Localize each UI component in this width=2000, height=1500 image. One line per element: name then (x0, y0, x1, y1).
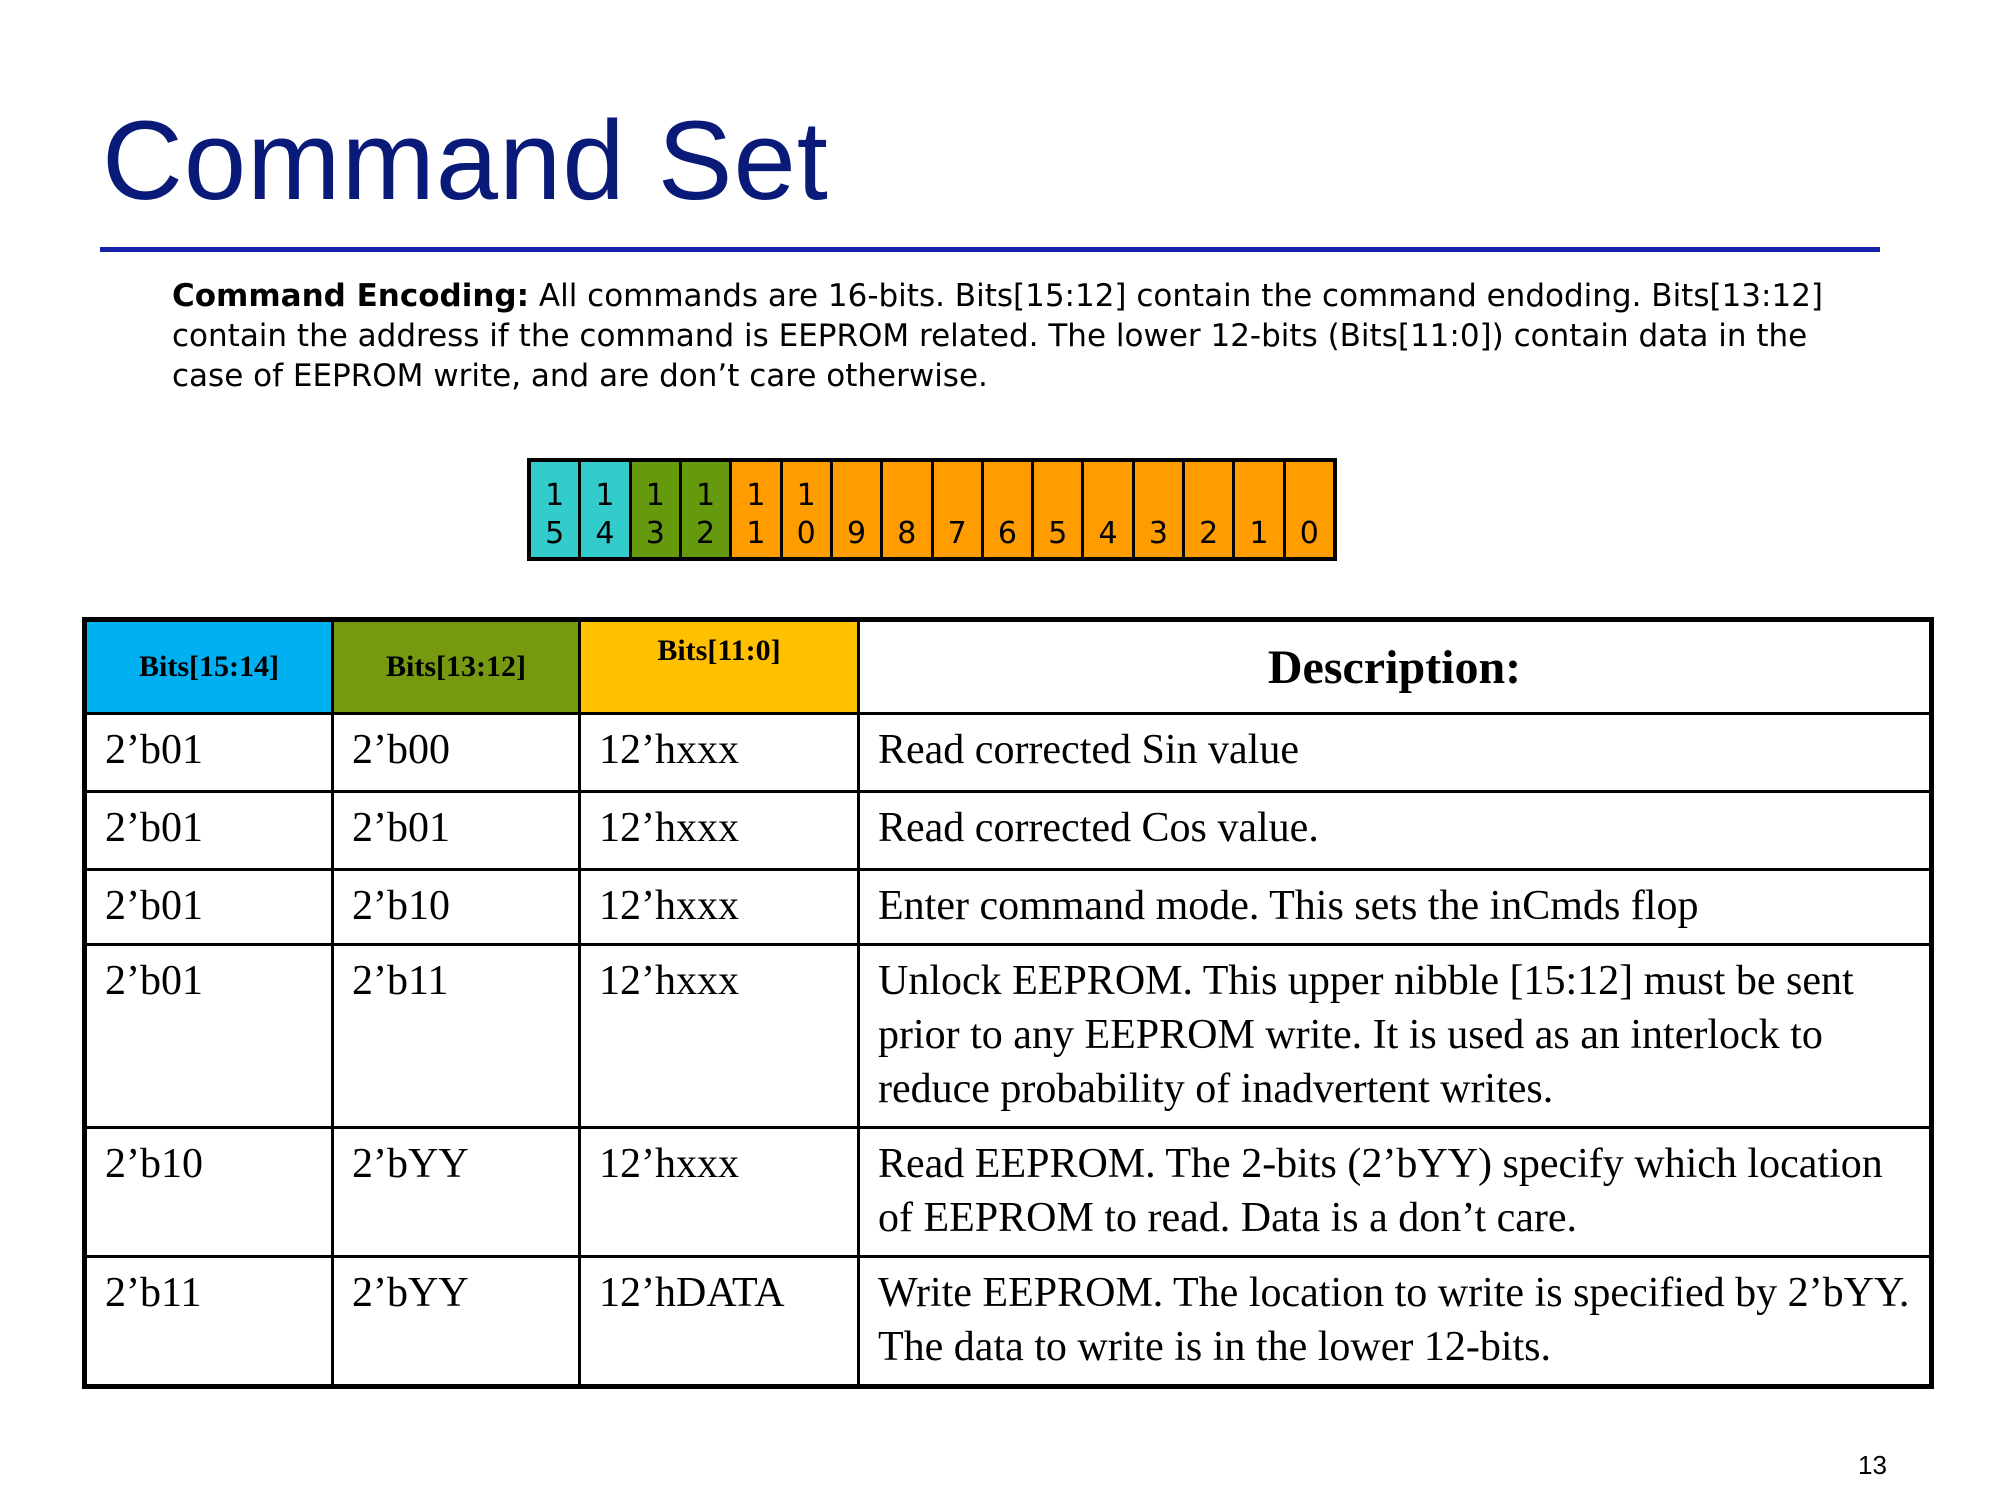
bit-cell: 8 (883, 462, 934, 557)
bit-label-bottom: 2 (696, 516, 716, 551)
bit-label-top (1254, 477, 1264, 515)
bit-label-bottom: 1 (1249, 516, 1269, 551)
cell-description: Read corrected Sin value (857, 712, 1933, 793)
table-header-row: Bits[15:14] Bits[13:12] Bits[11:0] Descr… (83, 618, 1933, 715)
cell-bits-13-12: 2’b01 (331, 790, 581, 871)
slide-title: Command Set (102, 98, 829, 223)
bit-cell: 7 (933, 462, 984, 557)
cell-bits-15-14: 2’b01 (83, 790, 334, 871)
cell-description: Read EEPROM. The 2-bits (2’bYY) specify … (857, 1126, 1933, 1258)
cell-bits-11-0: 12’hxxx (578, 868, 860, 946)
title-divider (100, 247, 1880, 252)
bit-label-top: 1 (545, 478, 565, 513)
cell-bits-11-0: 12’hxxx (578, 790, 860, 871)
bit-label-bottom: 6 (997, 516, 1018, 551)
cell-bits-11-0: 12’hxxx (578, 1126, 860, 1258)
bit-label-bottom: 3 (645, 516, 665, 551)
header-bits-15-14: Bits[15:14] (83, 618, 334, 715)
cell-bits-15-14: 2’b10 (83, 1126, 334, 1258)
bit-label-top: 1 (796, 478, 816, 513)
bit-cell: 5 (1034, 462, 1085, 557)
bit-label-bottom: 5 (545, 516, 565, 551)
bit-label-top (1305, 477, 1315, 515)
cell-bits-11-0: 12’hxxx (578, 712, 860, 793)
bit-label-bottom: 7 (947, 516, 967, 551)
bit-cell: 6 (983, 462, 1035, 557)
bit-label-bottom: 5 (1048, 516, 1068, 551)
cell-description: Unlock EEPROM. This upper nibble [15:12]… (857, 943, 1933, 1129)
page-number: 13 (1858, 1450, 1887, 1480)
cell-bits-15-14: 2’b01 (83, 868, 334, 946)
bit-label-top: 1 (696, 478, 716, 513)
header-description: Description: (857, 618, 1933, 715)
bit-label-top (952, 477, 962, 515)
bit-label-top: 1 (746, 478, 766, 513)
bit-cell: 0 (1285, 462, 1333, 557)
command-table: Bits[15:14] Bits[13:12] Bits[11:0] Descr… (82, 617, 1934, 1389)
bit-label-bottom: 3 (1148, 516, 1168, 551)
cell-bits-13-12: 2’b00 (331, 712, 581, 793)
bit-label-top (1154, 477, 1164, 515)
header-bits-11-0: Bits[11:0] (578, 618, 860, 715)
bit-label-bottom: 4 (1098, 516, 1118, 551)
bit-label-top (902, 477, 912, 515)
bit-label-bottom: 9 (846, 516, 867, 551)
intro-text: All commands are 16-bits. Bits[15:12] co… (172, 278, 1824, 394)
header-bits-13-12: Bits[13:12] (331, 618, 581, 715)
bit-label-top (1204, 477, 1214, 515)
cell-bits-13-12: 2’b10 (331, 868, 581, 946)
bit-label-top (1053, 477, 1063, 515)
bit-cell: 4 (1084, 462, 1135, 557)
cell-description: Read corrected Cos value. (857, 790, 1933, 871)
cell-bits-13-12: 2’bYY (331, 1255, 581, 1388)
bit-label-top: 1 (595, 478, 615, 513)
bit-label-bottom: 8 (897, 516, 917, 551)
intro-label: Command Encoding: (172, 278, 530, 314)
cell-bits-15-14: 2’b11 (83, 1255, 334, 1388)
cell-bits-13-12: 2’b11 (331, 943, 581, 1129)
cell-bits-11-0: 12’hxxx (578, 943, 860, 1129)
bit-label-bottom: 0 (1299, 516, 1319, 551)
cell-bits-15-14: 2’b01 (83, 943, 334, 1129)
cell-bits-11-0: 12’hDATA (578, 1255, 860, 1388)
bit-label-bottom: 0 (796, 516, 816, 551)
bit-label-bottom: 4 (595, 516, 615, 551)
bit-label-top (852, 477, 862, 515)
cell-bits-13-12: 2’bYY (331, 1126, 581, 1258)
cell-description: Write EEPROM. The location to write is s… (857, 1255, 1933, 1388)
intro-paragraph: Command Encoding: All commands are 16-bi… (172, 276, 1872, 396)
cell-bits-15-14: 2’b01 (83, 712, 334, 793)
bit-cell: 9 (832, 462, 884, 557)
cell-description: Enter command mode. This sets the inCmds… (857, 868, 1933, 946)
bit-label-top (1103, 477, 1113, 515)
bit-label-top (1003, 477, 1013, 515)
bit-cell: 2 (1185, 462, 1236, 557)
bit-label-top: 1 (645, 478, 665, 513)
bit-label-bottom: 1 (746, 516, 766, 551)
bit-label-bottom: 2 (1199, 516, 1219, 551)
bit-cell: 3 (1134, 462, 1186, 557)
bit-cell: 1 (1235, 462, 1286, 557)
